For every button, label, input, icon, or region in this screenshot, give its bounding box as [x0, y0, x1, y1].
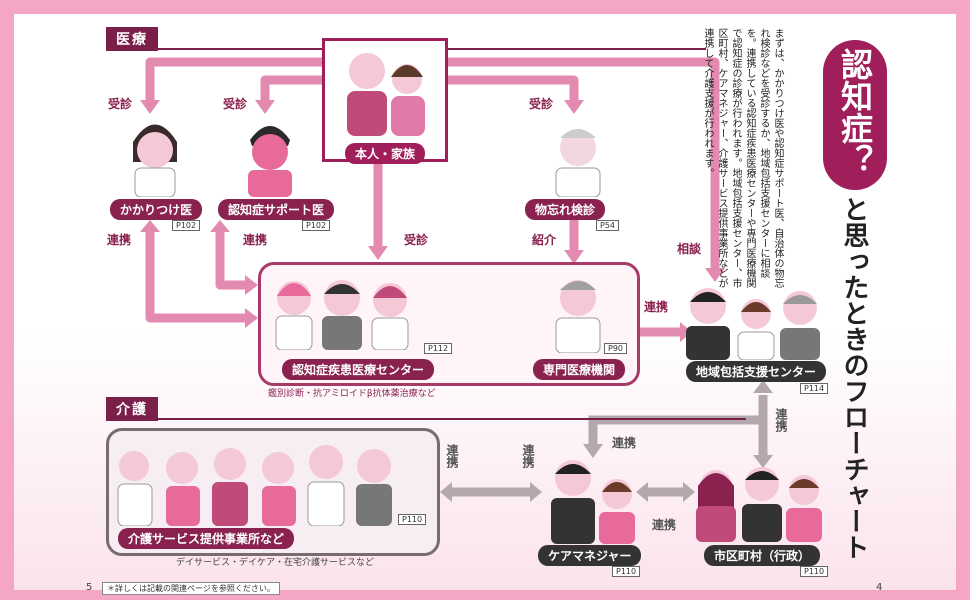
intro-text: まずは、かかりつけ医や認知症サポート医、自治体の物忘れ検診などを受診するか、地域…: [702, 28, 783, 288]
care-providers-page: P110: [398, 514, 427, 525]
footer-note: ＊詳しくは記載の関連ページを参照ください。: [102, 582, 280, 595]
self-family-illustration: [347, 53, 425, 136]
dementia-center-label: 認知症疾患医療センター: [282, 359, 435, 380]
section-care: 介護: [106, 397, 158, 421]
edge-refer-specialist: 紹介: [532, 233, 557, 247]
title-rest: と思ったときのフローチャート: [839, 196, 869, 560]
care-providers-label: 介護サービス提供事業所など: [118, 528, 295, 549]
edge-link-family-doctor: 連携: [107, 233, 132, 247]
edge-link-community-municipality: 連携: [774, 408, 788, 432]
family-doctor-label: かかりつけ医: [110, 199, 203, 220]
section-medical: 医療: [106, 27, 158, 51]
care-manager-illustration: [551, 460, 635, 544]
municipality-illustration: [696, 467, 822, 542]
arrow-to-community-center: [440, 57, 720, 268]
arrow-to-family-doctor: [145, 57, 323, 100]
support-doctor-label: 認知症サポート医: [218, 199, 335, 220]
care-manager-label: ケアマネジャー: [538, 545, 642, 566]
care-providers-note: デイサービス・デイケア・在宅介護サービスなど: [176, 558, 375, 568]
care-arrow-heads: [440, 380, 773, 502]
care-providers-staff: [117, 445, 392, 526]
edge-visit-family-doctor: 受診: [108, 97, 133, 111]
dementia-center-staff: [275, 280, 409, 350]
support-doctor-illustration: [248, 126, 292, 197]
edge-link-providers-right: 連携: [521, 444, 535, 468]
arrow-support-doctor-link: [215, 232, 245, 290]
community-center-page: P114: [800, 383, 829, 394]
self-family-label: 本人・家族: [345, 143, 426, 164]
edge-link-support-doctor: 連携: [243, 233, 268, 247]
municipality-page: P110: [800, 566, 829, 577]
memory-check-label: 物忘れ検診: [525, 199, 606, 220]
page-number-left: 5: [86, 582, 93, 593]
family-doctor-illustration: [133, 124, 177, 197]
municipality-label: 市区町村（行政）: [704, 545, 821, 566]
care-arrows: [452, 395, 768, 497]
support-doctor-page: P102: [302, 220, 331, 231]
edge-link-manager-municipality: 連携: [652, 518, 677, 532]
arrow-family-doctor-link: [145, 232, 245, 323]
dementia-center-page: P112: [424, 343, 453, 354]
community-center-staff: [686, 288, 820, 360]
page-number-right: 4: [876, 582, 883, 593]
section-care-rule: [106, 418, 746, 420]
self-family-card: 本人・家族: [322, 38, 448, 164]
title-highlight: 認知症？: [836, 48, 874, 176]
medical-arrows: [145, 57, 720, 337]
arrow-to-support-doctor: [260, 75, 323, 100]
edge-visit-dementia-center: 受診: [404, 233, 429, 247]
edge-link-specialist-community: 連携: [644, 300, 669, 314]
specialist-label: 専門医療機関: [533, 359, 626, 380]
community-center-label: 地域包括支援センター: [686, 361, 827, 382]
arrow-to-memory-check: [440, 75, 579, 100]
family-doctor-page: P102: [172, 220, 201, 231]
care-manager-page: P110: [612, 566, 641, 577]
specialist-illustration: [555, 280, 601, 353]
memory-check-illustration: [555, 129, 601, 197]
edge-visit-support-doctor: 受診: [223, 97, 248, 111]
edge-link-providers-left: 連携: [445, 444, 459, 468]
edge-consult: 相談: [677, 242, 702, 256]
specialist-page: P90: [604, 343, 628, 354]
title-badge: [823, 40, 887, 190]
edge-link-community-manager: 連携: [612, 436, 637, 450]
memory-check-page: P54: [596, 220, 620, 231]
edge-visit-memory-check: 受診: [529, 97, 554, 111]
dementia-center-note: 鑑別診断・抗アミロイドβ抗体薬治療など: [268, 389, 436, 399]
